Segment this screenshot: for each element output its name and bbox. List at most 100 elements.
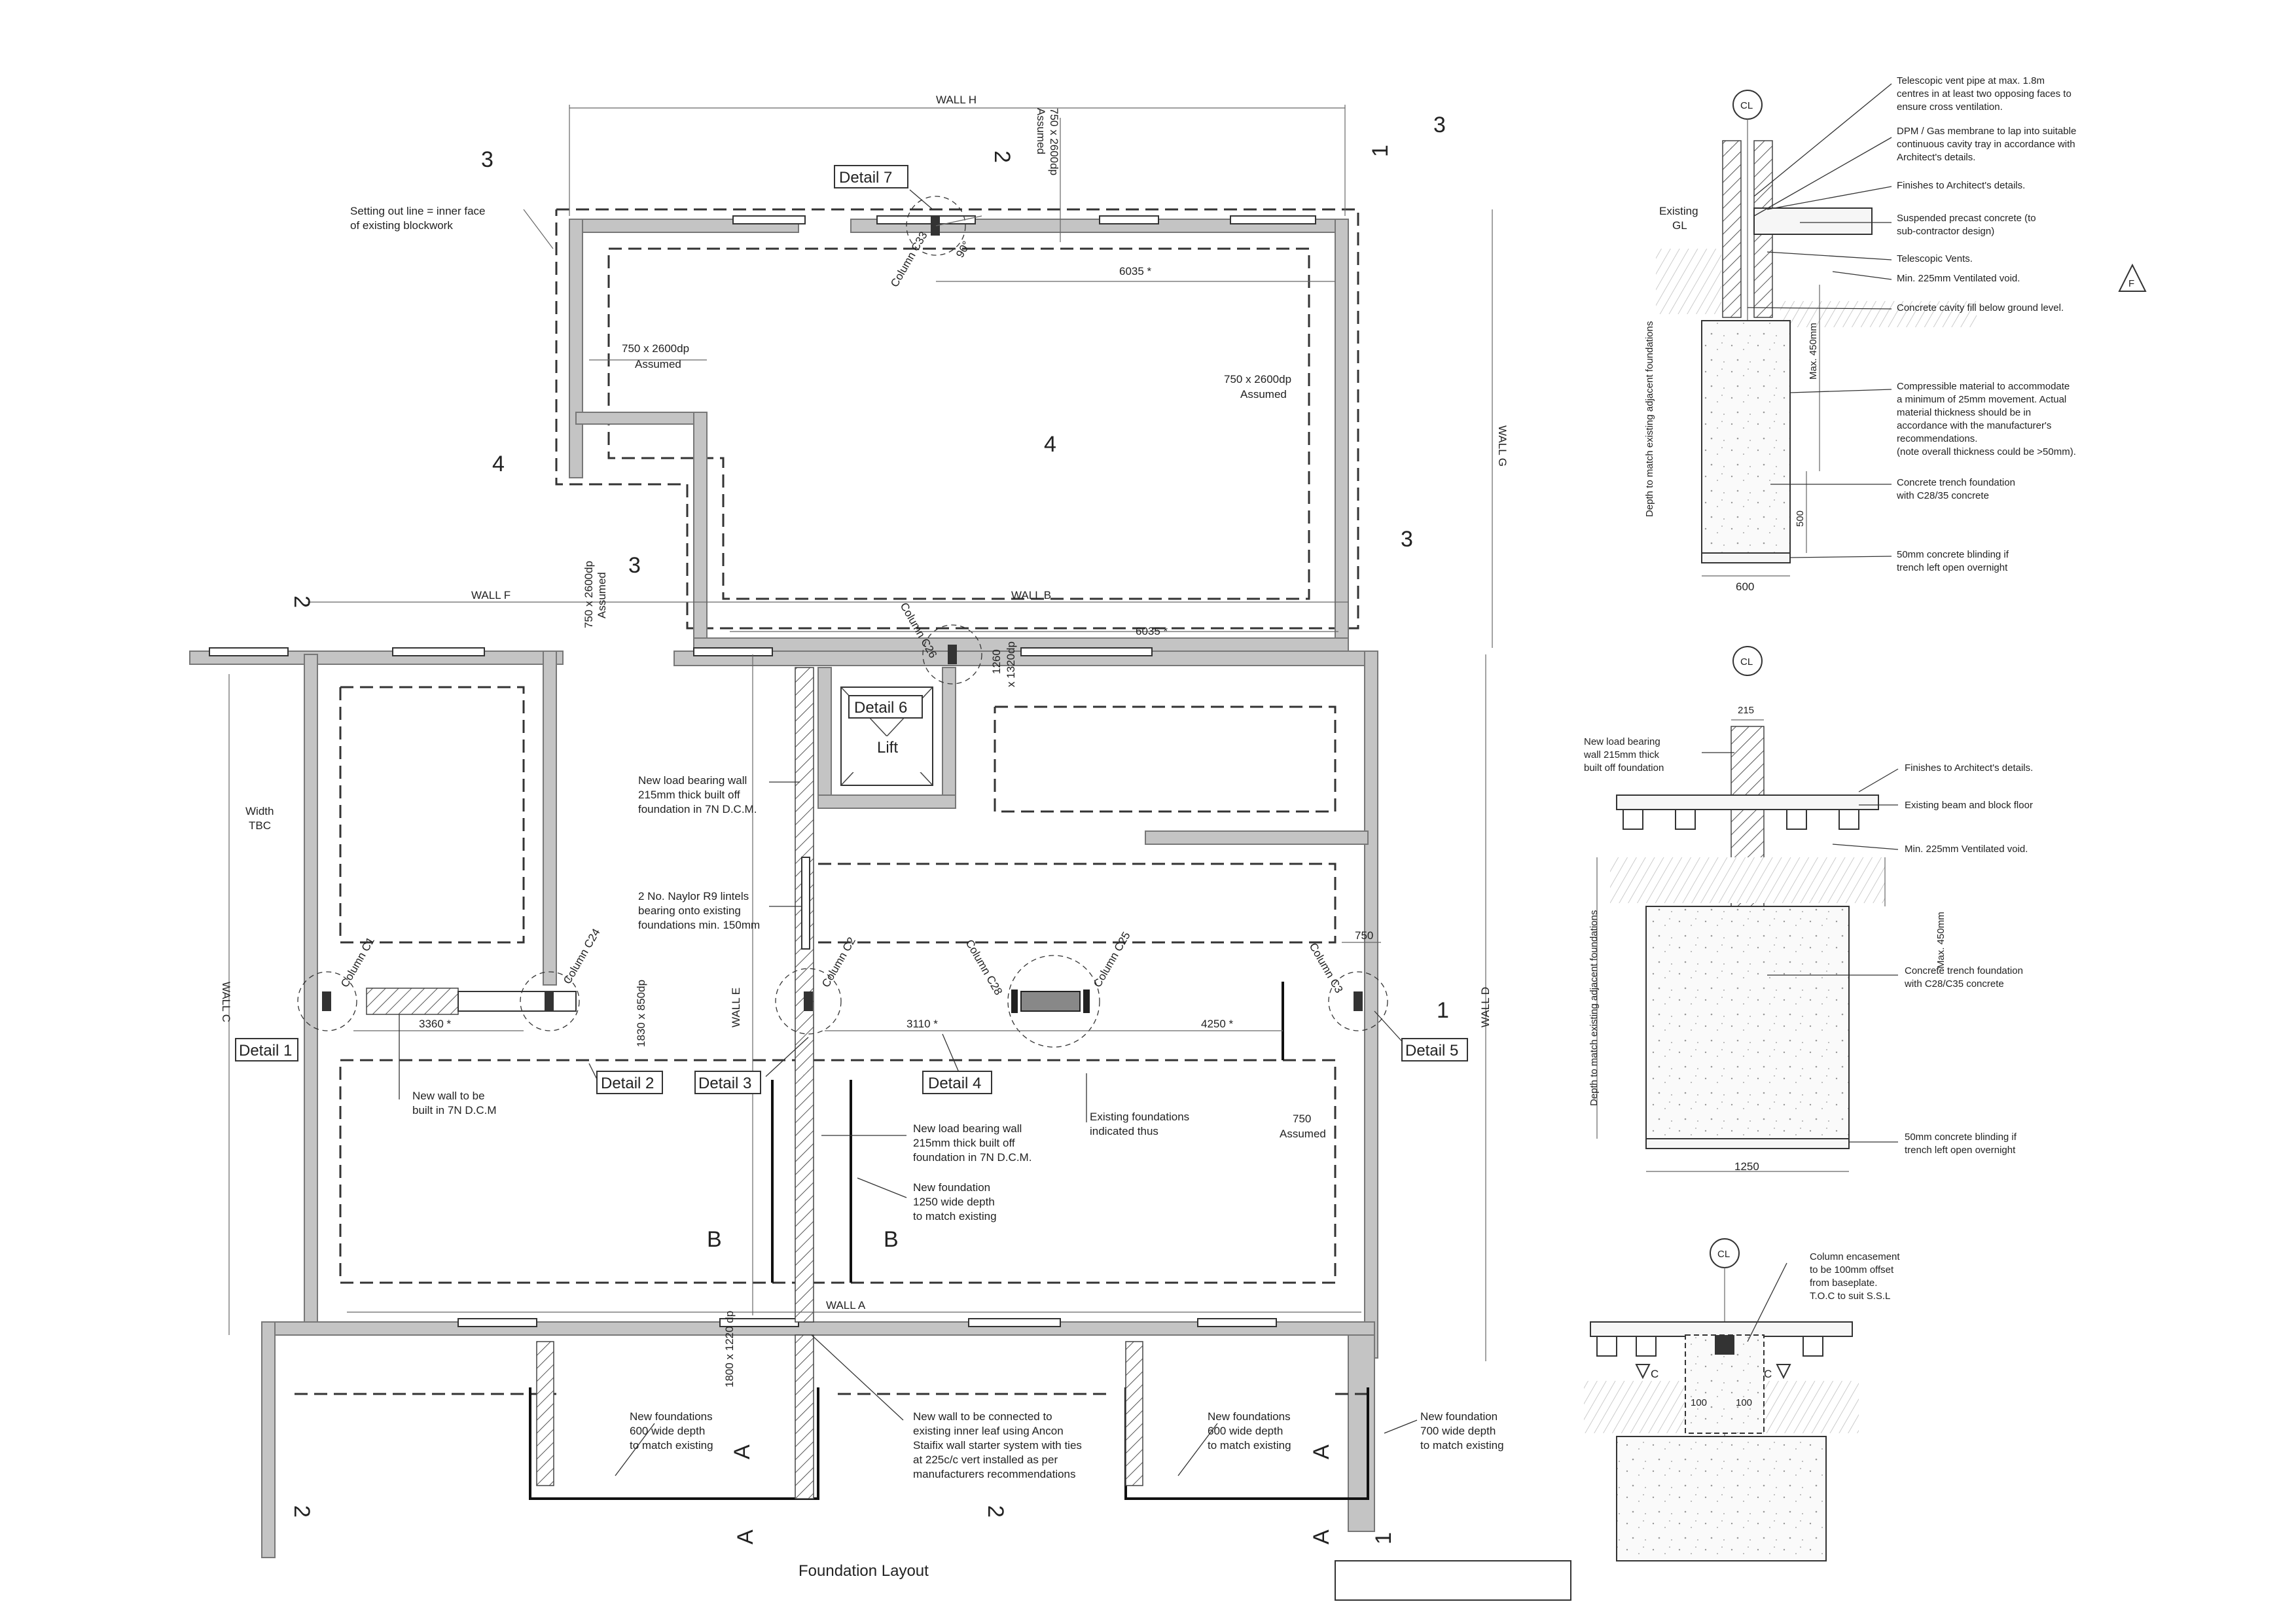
note-new-foundations-600-a-line-3: to match existing	[630, 1439, 713, 1452]
section-mark-4-left: 4	[492, 452, 505, 476]
detail-b-max-450: Max. 450mm	[1935, 912, 1946, 969]
columns	[297, 196, 1388, 1048]
detail-b-note-1: Finishes to Architect's details.	[1905, 762, 2033, 774]
title-block-fragment	[1335, 1560, 1571, 1601]
upper-windows	[732, 215, 1316, 224]
note-new-lb-wall-2-line-2: 215mm thick built off	[913, 1137, 1015, 1149]
detail-4-label: Detail 4	[928, 1075, 981, 1092]
detail-3-label: Detail 3	[698, 1075, 751, 1092]
section-mark-b-left: B	[707, 1227, 722, 1252]
column-c25-label: Column C25	[1091, 930, 1133, 990]
wall-d-label: WALL D	[1479, 987, 1492, 1027]
detail-a-note-9-line-2: with C28/35 concrete	[1896, 490, 1989, 501]
section-mark-a-mid-2: A	[1309, 1444, 1334, 1459]
section-mark-a-mid-1: A	[730, 1444, 755, 1459]
section-mark-3-right: 3	[1401, 527, 1413, 552]
existing-foundation-outline-upper	[555, 208, 1359, 630]
note-new-lb-wall-2-line-1: New load bearing wall	[913, 1122, 1022, 1135]
detail-b-beam-block-floor	[1616, 794, 1879, 810]
dim-750-assumed: 750	[1293, 1113, 1311, 1125]
plan-labels: WALL H WALL G WALL F WALL B WALL E WALL …	[220, 94, 1509, 1580]
wall-g-label: WALL G	[1496, 425, 1509, 467]
detail-a-note-1-line-3: ensure cross ventilation.	[1897, 101, 2003, 113]
detail-a-note-5: Telescopic Vents.	[1897, 253, 1973, 264]
section-mark-2-top: 2	[990, 151, 1014, 163]
detail-a-note-1-line-1: Telescopic vent pipe at max. 1.8m	[1897, 75, 2045, 86]
note-new-foundations-600-b-line-2: 600 wide depth	[1208, 1425, 1283, 1437]
detail-a-dim-500: 500	[1795, 510, 1806, 527]
detail-c-floor	[1590, 1321, 1853, 1337]
note-new-foundation-700-line-1: New foundation	[1420, 1410, 1498, 1423]
detail-a-note-3: Finishes to Architect's details.	[1897, 180, 2025, 191]
detail-1-label: Detail 1	[239, 1042, 292, 1060]
detail-a-note-1-line-2: centres in at least two opposing faces t…	[1897, 88, 2072, 99]
detail-a-note-8-line-2: a minimum of 25mm movement. Actual	[1897, 394, 2066, 405]
setting-out-line-2: of existing blockwork	[350, 219, 453, 232]
detail-c-mark-c-left: C	[1651, 1368, 1659, 1380]
detail-a-note-4-line-2: sub-contractor design)	[1897, 226, 1994, 237]
dim-3110: 3110 *	[906, 1018, 938, 1030]
detail-a-note-9-line-1: Concrete trench foundation	[1897, 477, 2015, 488]
detail-a-existing-gl-2: GL	[1672, 219, 1687, 232]
detail-b-note-2: Existing beam and block floor	[1905, 800, 2033, 811]
detail-b-wall-note-2: wall 215mm thick	[1583, 749, 1660, 760]
note-new-lb-wall-1-line-2: 215mm thick built off	[638, 789, 740, 801]
detail-a-note-8-line-4: accordance with the manufacturer's	[1897, 420, 2051, 431]
note-ancon-line-5: manufacturers recommendations	[913, 1468, 1076, 1480]
detail-a-trench-foundation	[1701, 320, 1791, 554]
section-mark-4-center: 4	[1044, 432, 1056, 457]
detail-a-notes: Telescopic vent pipe at max. 1.8m centre…	[1896, 75, 2076, 573]
detail-b-note-4-line-2: with C28/C35 concrete	[1904, 978, 2004, 990]
detail-a-note-7: Concrete cavity fill below ground level.	[1897, 302, 2064, 313]
note-lintels-line-3: foundations min. 150mm	[638, 919, 760, 931]
note-new-foundations-600-b-line-1: New foundations	[1208, 1410, 1291, 1423]
detail-b-wall-note-1: New load bearing	[1584, 736, 1660, 747]
wall-h-label: WALL H	[936, 94, 977, 106]
detail-a-revision-triangle	[2118, 263, 2147, 292]
note-ancon-line-2: existing inner leaf using Ancon	[913, 1425, 1064, 1437]
wall-f-label: WALL F	[471, 589, 511, 601]
detail-a-note-10-line-2: trench left open overnight	[1897, 562, 2008, 573]
section-mark-3-center: 3	[628, 553, 641, 578]
detail-a-existing-gl-1: Existing	[1659, 205, 1698, 217]
note-new-wall-7n-line-1: New wall to be	[412, 1090, 485, 1102]
wall-b-label: WALL B	[1011, 589, 1051, 601]
foundation-size-left: 750 x 2600dp	[622, 342, 689, 355]
detail-a-max-450: Max. 450mm	[1808, 323, 1819, 380]
setting-out-line-1: Setting out line = inner face	[350, 205, 486, 217]
detail-a-note-8-line-1: Compressible material to accommodate	[1897, 381, 2070, 392]
detail-a-note-8-line-6: (note overall thickness could be >50mm).	[1897, 446, 2076, 457]
detail-boxes	[235, 165, 1468, 1094]
dim-1320: x 1320dp	[1005, 641, 1017, 687]
note-ancon-line-3: Staifix wall starter system with ties	[913, 1439, 1082, 1452]
note-new-foundations-600-a-line-2: 600 wide depth	[630, 1425, 705, 1437]
note-existing-foundations-line-1: Existing foundations	[1090, 1111, 1189, 1123]
note-new-foundations-600-a-line-1: New foundations	[630, 1410, 713, 1423]
section-mark-2-left: 2	[289, 596, 314, 608]
detail-a-note-8-line-5: recommendations.	[1897, 433, 1977, 444]
dim-750: 750	[1355, 929, 1373, 942]
detail-c-dim-100-left: 100	[1691, 1397, 1707, 1408]
note-new-foundation-700-line-3: to match existing	[1420, 1439, 1504, 1452]
section-mark-a-bottom-2: A	[1309, 1529, 1334, 1544]
detail-a-note-2-line-3: Architect's details.	[1897, 152, 1975, 163]
dim-1260: 1260	[990, 649, 1003, 674]
detail-a-dim-600: 600	[1736, 580, 1754, 593]
angle-label: 90°	[954, 239, 973, 260]
foundation-size-wall-f: 750 x 2600dp	[583, 561, 595, 628]
dim-1830: 1830 x 850dp	[635, 980, 647, 1047]
note-new-foundation-1250-line-2: 1250 wide depth	[913, 1196, 995, 1208]
dim-3360: 3360 *	[419, 1018, 452, 1030]
detail-c-note-line-3: from baseplate.	[1810, 1277, 1877, 1289]
section-mark-1-top: 1	[1368, 145, 1393, 157]
note-existing-foundations-line-2: indicated thus	[1090, 1125, 1158, 1137]
section-mark-1-right: 1	[1437, 998, 1449, 1023]
detail-a-note-2-line-1: DPM / Gas membrane to lap into suitable	[1897, 126, 2076, 137]
detail-c-mark-c-right: C	[1764, 1368, 1772, 1380]
detail-c-note-line-2: to be 100mm offset	[1810, 1264, 1894, 1275]
assumed-right: Assumed	[1240, 388, 1287, 401]
section-mark-a-bottom-1: A	[733, 1529, 758, 1544]
dim-6035-lower: 6035 *	[1136, 625, 1168, 637]
dim-6035-upper: 6035 *	[1119, 265, 1152, 277]
detail-c-section: CL C C 100 100 Column encasement to be 1…	[1584, 1238, 1900, 1561]
